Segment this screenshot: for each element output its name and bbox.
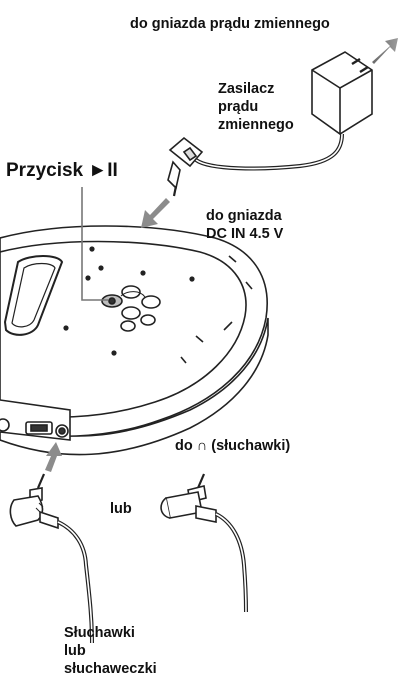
dc-plug xyxy=(168,138,202,196)
dc-in-label: do gniazda DC IN 4.5 V xyxy=(206,207,283,243)
ac-outlet-label: do gniazda prądu zmiennego xyxy=(130,15,330,33)
headphone-plug-straight xyxy=(10,474,92,643)
headphone-plug-angled xyxy=(161,474,246,612)
headphones-label: Słuchawki lub słuchaweczki xyxy=(64,624,157,678)
ac-adapter-label: Zasilacz prądu zmiennego xyxy=(218,80,294,134)
dc-in-arrow xyxy=(141,198,170,228)
ac-outlet-arrow xyxy=(372,38,398,64)
or-label: lub xyxy=(110,500,132,518)
headphone-jack-label: do ∩ (słuchawki) xyxy=(175,437,290,455)
play-button-label: Przycisk ►II xyxy=(6,160,118,182)
cd-player xyxy=(0,226,268,455)
